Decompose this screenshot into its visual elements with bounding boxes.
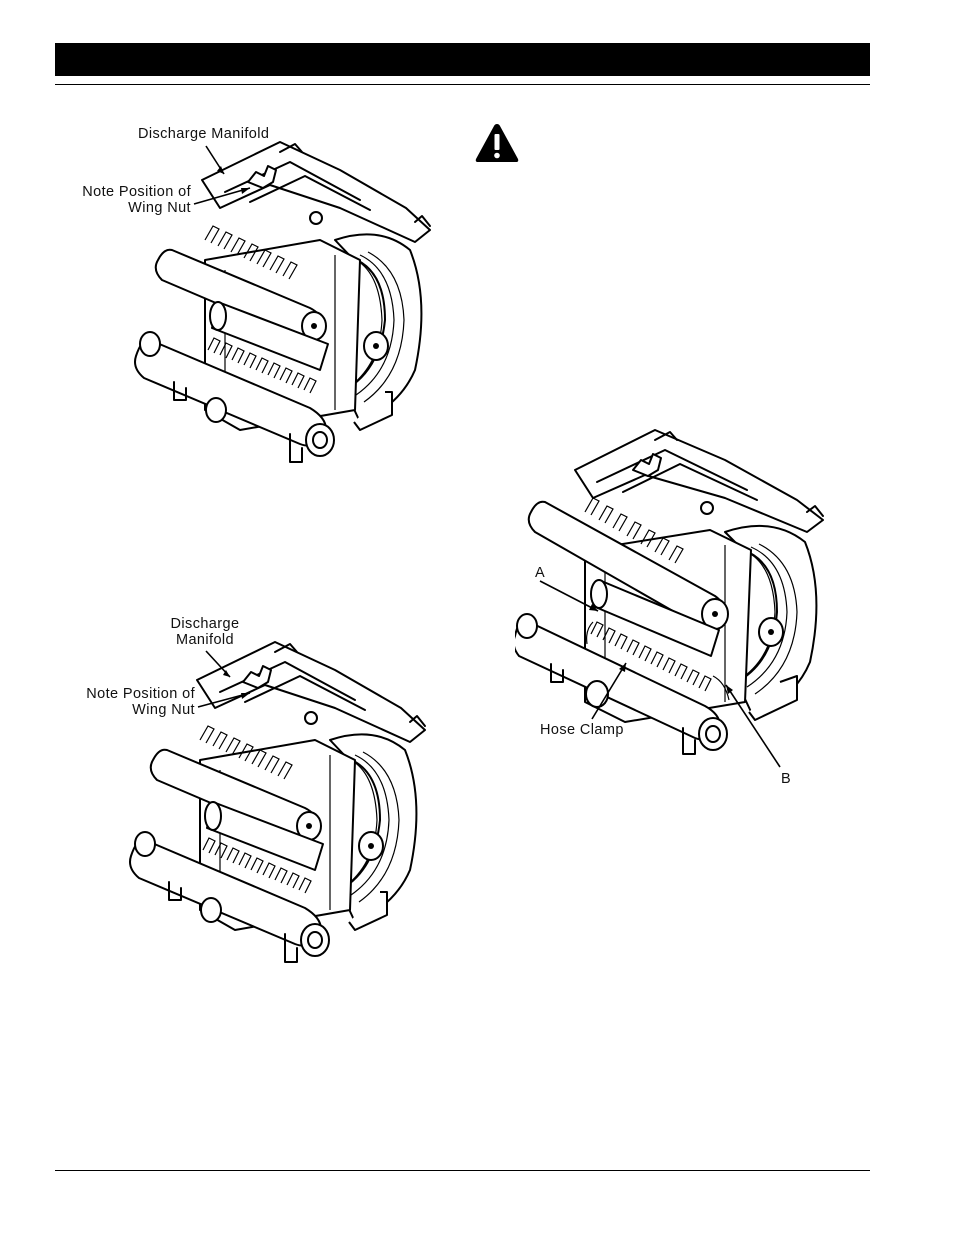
fig3-label-b: B — [781, 771, 792, 787]
fig1-note-line1: Note Position of — [82, 184, 191, 200]
warning-triangle-icon — [475, 124, 519, 162]
fig3-label-a: A — [535, 565, 546, 581]
header-bar — [55, 43, 870, 76]
fig1-note-position-label: Note Position of Wing Nut — [70, 184, 191, 216]
fig2-discharge-line1: Discharge — [170, 616, 240, 632]
fig1-leader-lines — [193, 145, 251, 205]
fig2-note-line1: Note Position of — [86, 686, 195, 702]
fig1-discharge-manifold-label: Discharge Manifold — [138, 126, 270, 142]
fig2-discharge-manifold-label: Discharge Manifold — [160, 616, 250, 648]
pump-illustration-3 — [515, 429, 824, 755]
fig2-leader-lines — [197, 650, 251, 708]
fig1-note-line2: Wing Nut — [128, 200, 191, 216]
fig2-note-position-label: Note Position of Wing Nut — [74, 686, 195, 718]
header-rule — [55, 84, 870, 85]
pump-illustration-2 — [129, 641, 426, 963]
fig3-hose-clamp-label: Hose Clamp — [540, 722, 624, 738]
footer-rule — [55, 1170, 870, 1171]
fig2-discharge-line2: Manifold — [175, 632, 234, 648]
pump-illustration-1 — [134, 141, 431, 463]
fig3-leader-lines — [539, 580, 781, 768]
fig2-note-line2: Wing Nut — [132, 702, 195, 718]
